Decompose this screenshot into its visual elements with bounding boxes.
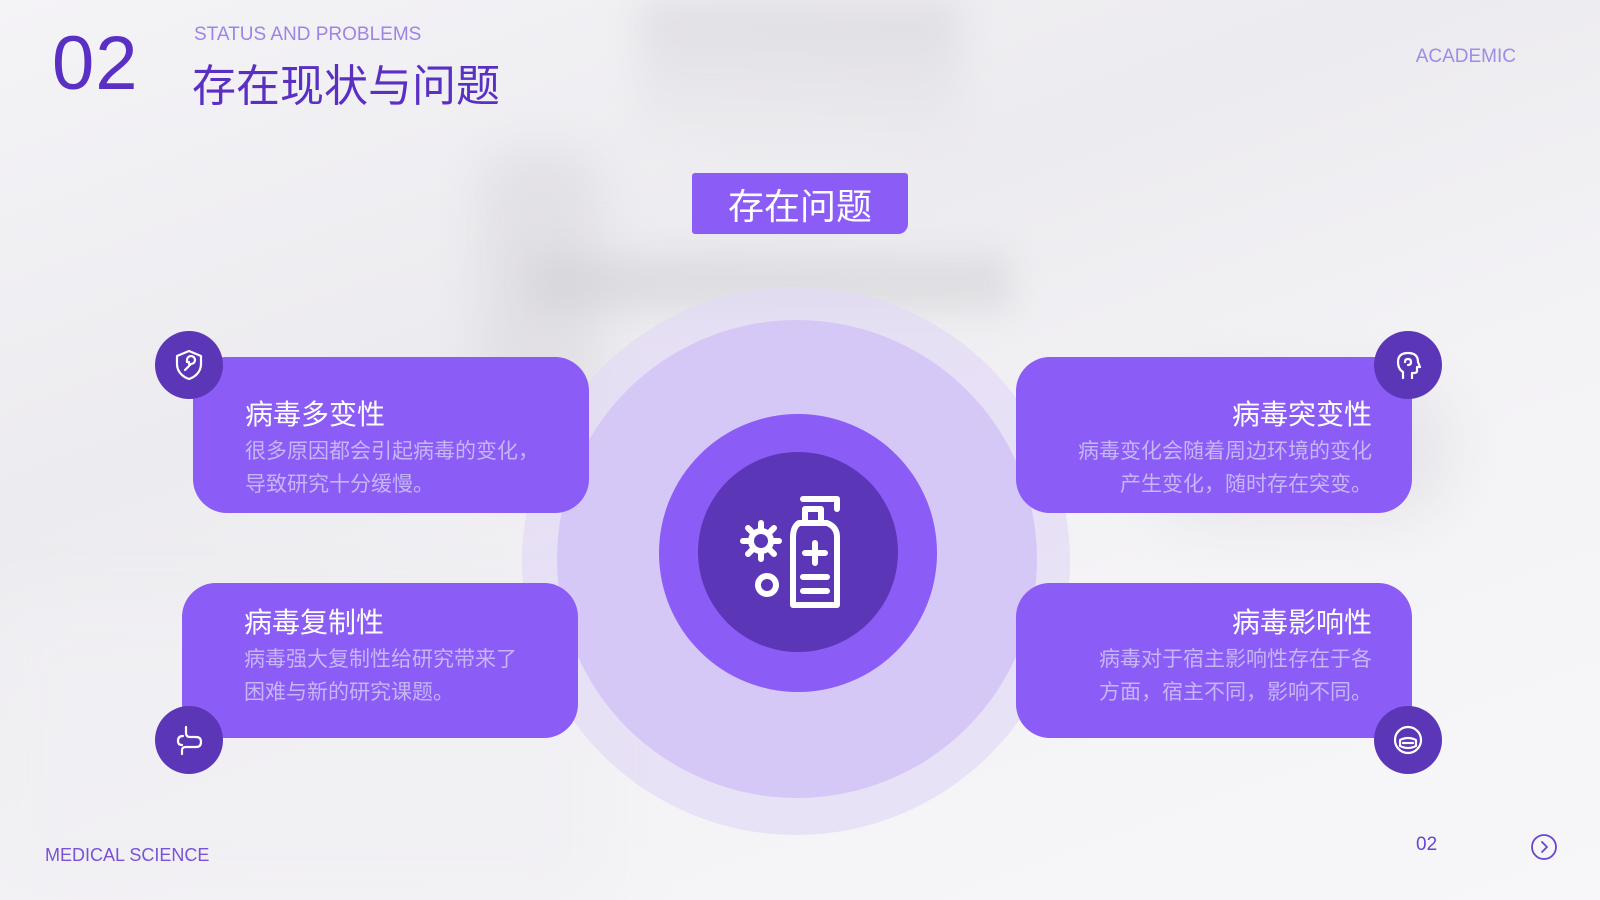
page-number: 02 (1416, 834, 1438, 855)
problems-badge: 存在问题 (692, 173, 908, 234)
icon-badge (1374, 706, 1442, 774)
card-text: 病毒对于宿主影响性存在于各 方面，宿主不同，影响不同。 (1099, 647, 1372, 704)
card-title: 病毒影响性 (1231, 606, 1372, 639)
chevron-right-circle-icon[interactable] (1530, 833, 1558, 861)
sanitizer-gear-icon (740, 496, 840, 608)
page-title: 存在现状与问题 (192, 61, 500, 112)
card-text: 病毒变化会随着周边环境的变化 产生变化，随时存在突变。 (1078, 439, 1372, 496)
icon-badge (1374, 331, 1442, 399)
head-profile-icon (1396, 351, 1422, 380)
card-influence: 病毒影响性 病毒对于宿主影响性存在于各 方面，宿主不同，影响不同。 (1016, 583, 1412, 738)
corner-label: ACADEMIC (1415, 46, 1516, 67)
footer-label: MEDICAL SCIENCE (45, 845, 210, 865)
card-text: 很多原因都会引起病毒的变化， 导致研究十分缓慢。 (245, 439, 539, 496)
icon-badge (155, 331, 223, 399)
card-title: 病毒突变性 (1231, 398, 1372, 431)
icon-badge (155, 706, 223, 774)
card-mutation: 病毒突变性 病毒变化会随着周边环境的变化 产生变化，随时存在突变。 (1016, 357, 1412, 513)
card-title: 病毒多变性 (245, 398, 386, 431)
shield-wrench-icon (175, 349, 203, 381)
card-variability: 病毒多变性 很多原因都会引起病毒的变化， 导致研究十分缓慢。 (193, 357, 589, 513)
intestine-icon (176, 725, 203, 756)
center-core (698, 452, 898, 652)
card-text: 病毒强大复制性给研究带来了 困难与新的研究课题。 (244, 647, 517, 704)
card-title: 病毒复制性 (244, 606, 385, 639)
section-subtitle: STATUS AND PROBLEMS (194, 24, 422, 45)
section-number: 02 (52, 21, 139, 106)
card-replication: 病毒复制性 病毒强大复制性给研究带来了 困难与新的研究课题。 (182, 583, 578, 738)
face-mask-icon (1393, 725, 1423, 755)
